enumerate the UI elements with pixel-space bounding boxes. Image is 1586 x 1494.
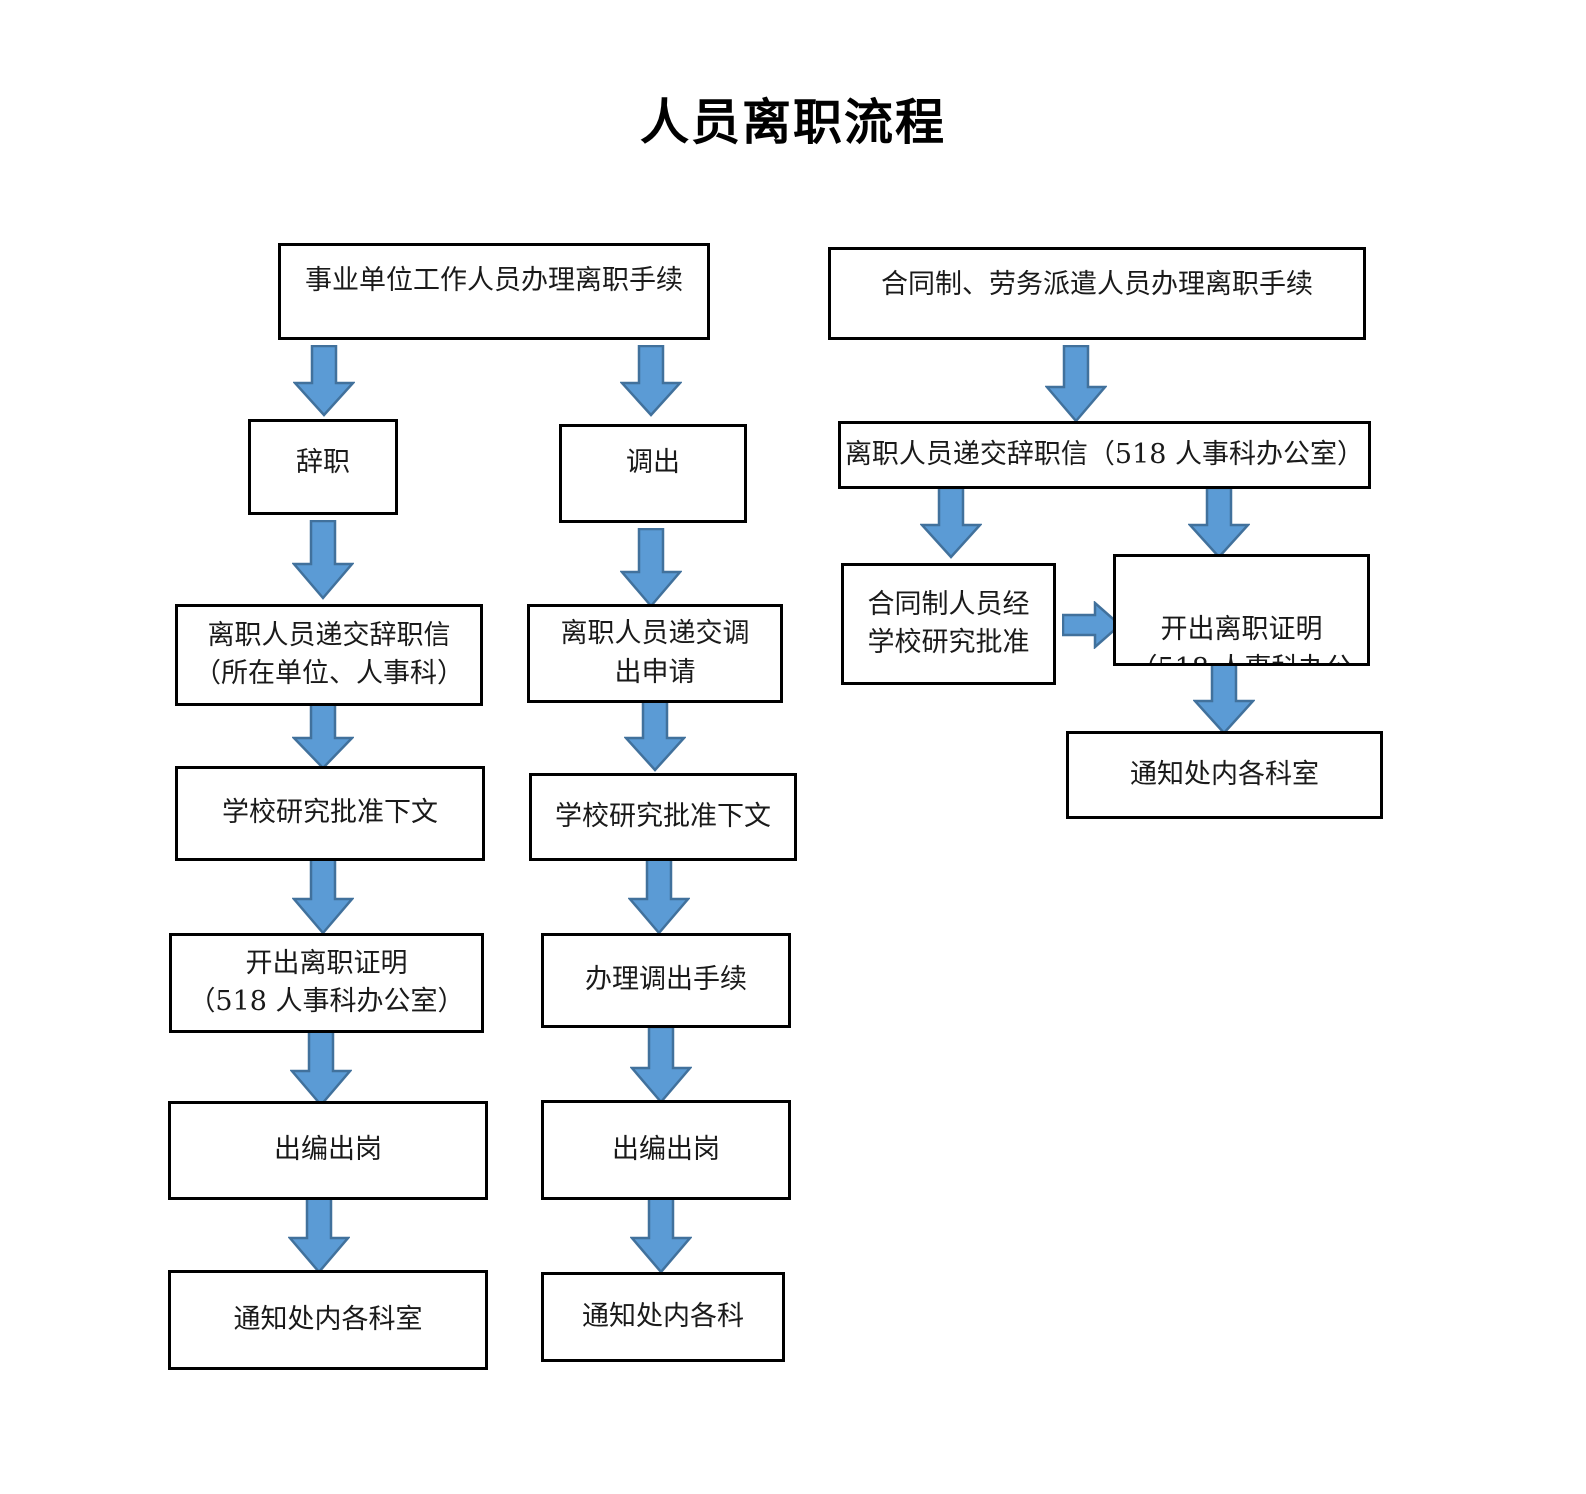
step-box-resignation-5: 出编出岗 bbox=[168, 1101, 488, 1200]
step-box-transfer-6: 通知处内各科 bbox=[541, 1272, 785, 1362]
arrow-down-icon bbox=[630, 1026, 692, 1104]
arrow-down-icon bbox=[628, 857, 690, 935]
step-label: 离职人员递交辞职信 （所在单位、人事科） bbox=[194, 619, 464, 689]
step-label: 开出离职证明 （518 人事科办公 室） bbox=[1130, 614, 1352, 663]
step-box-contract-4: 通知处内各科室 bbox=[1066, 731, 1383, 819]
arrow-down-icon bbox=[620, 528, 682, 608]
arrow-down-icon bbox=[1188, 487, 1250, 559]
step-label: 调出 bbox=[626, 447, 680, 478]
step-box-resignation-4: 开出离职证明 （518 人事科办公室） bbox=[169, 933, 484, 1033]
step-box-transfer-4: 办理调出手续 bbox=[541, 933, 791, 1028]
step-label: 通知处内各科室 bbox=[233, 1303, 423, 1335]
arrow-down-icon bbox=[920, 487, 982, 559]
step-box-transfer-1: 调出 bbox=[559, 424, 747, 523]
step-box-contract-3: 开出离职证明 （518 人事科办公 室） bbox=[1113, 554, 1370, 666]
step-label: 学校研究批准下文 bbox=[555, 800, 771, 832]
step-box-transfer-5: 出编出岗 bbox=[541, 1100, 791, 1200]
left-column-header-box: 事业单位工作人员办理离职手续 bbox=[278, 243, 710, 340]
arrow-down-icon bbox=[292, 702, 354, 770]
step-label: 办理调出手续 bbox=[585, 964, 747, 996]
right-column-header-box: 合同制、劳务派遣人员办理离职手续 bbox=[828, 247, 1366, 340]
step-label: 离职人员递交调 出申请 bbox=[560, 618, 750, 688]
step-box-resignation-2: 离职人员递交辞职信 （所在单位、人事科） bbox=[175, 604, 483, 706]
step-label: 出编出岗 bbox=[274, 1134, 382, 1166]
right-column-header-label: 合同制、劳务派遣人员办理离职手续 bbox=[881, 269, 1313, 300]
arrow-down-icon bbox=[1045, 345, 1107, 423]
arrow-down-icon bbox=[620, 345, 682, 417]
arrow-down-icon bbox=[290, 1029, 352, 1107]
step-box-contract-2: 合同制人员经 学校研究批准 bbox=[841, 563, 1056, 685]
step-box-resignation-6: 通知处内各科室 bbox=[168, 1270, 488, 1370]
arrow-down-icon bbox=[293, 345, 355, 417]
step-label: 开出离职证明 （518 人事科办公室） bbox=[188, 947, 465, 1017]
step-label: 学校研究批准下文 bbox=[222, 797, 438, 829]
arrow-down-icon bbox=[624, 700, 686, 772]
arrow-down-icon bbox=[292, 520, 354, 600]
arrow-down-icon bbox=[1193, 663, 1255, 735]
arrow-down-icon bbox=[292, 857, 354, 935]
step-box-resignation-3: 学校研究批准下文 bbox=[175, 766, 485, 861]
step-label: 离职人员递交辞职信（518 人事科办公室） bbox=[844, 438, 1365, 470]
step-label: 通知处内各科 bbox=[582, 1300, 744, 1332]
arrow-down-icon bbox=[288, 1196, 350, 1274]
step-box-resignation-1: 辞职 bbox=[248, 419, 398, 515]
step-box-transfer-3: 学校研究批准下文 bbox=[529, 773, 797, 861]
step-label: 通知处内各科室 bbox=[1130, 758, 1319, 790]
step-box-contract-1: 离职人员递交辞职信（518 人事科办公室） bbox=[838, 421, 1371, 489]
page-title: 人员离职流程 bbox=[639, 93, 946, 151]
step-label: 辞职 bbox=[296, 447, 350, 478]
step-label: 出编出岗 bbox=[612, 1133, 720, 1165]
left-column-header-label: 事业单位工作人员办理离职手续 bbox=[305, 265, 683, 296]
step-label: 合同制人员经 学校研究批准 bbox=[867, 588, 1030, 658]
step-box-transfer-2: 离职人员递交调 出申请 bbox=[527, 604, 783, 703]
arrow-right-icon bbox=[1062, 601, 1122, 649]
arrow-down-icon bbox=[630, 1196, 692, 1274]
